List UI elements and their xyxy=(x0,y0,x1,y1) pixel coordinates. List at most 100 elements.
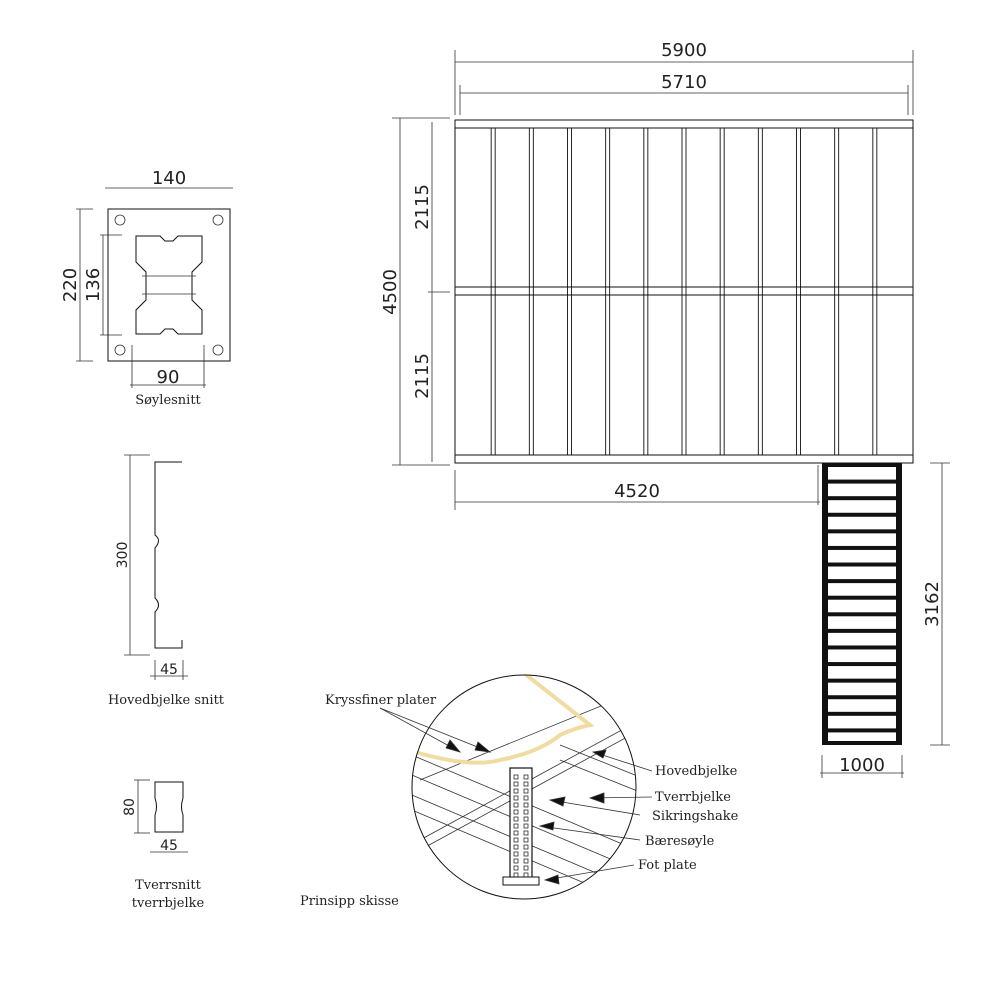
leader-lines xyxy=(379,707,653,885)
stair-step xyxy=(822,711,902,716)
perforation xyxy=(523,844,529,850)
dim-140: 140 xyxy=(152,168,186,189)
perforation xyxy=(523,781,529,787)
dim-4500: 4500 xyxy=(380,269,401,315)
dim-2115-bottom: 2115 xyxy=(412,353,433,399)
perforation xyxy=(523,774,529,780)
stair-step xyxy=(822,595,902,600)
perforation xyxy=(523,809,529,815)
dimension-total-width: 5900 xyxy=(454,40,914,115)
stair-step xyxy=(822,545,902,550)
cross-beam xyxy=(681,127,687,456)
perforation xyxy=(513,851,519,857)
stair-step xyxy=(822,645,902,650)
dim-136: 136 xyxy=(83,268,104,302)
column-section: 140 220 136 90 Søylesnitt xyxy=(60,168,233,408)
perforation xyxy=(523,788,529,794)
cross-beam xyxy=(605,127,611,456)
perforation xyxy=(523,865,529,871)
stair-step xyxy=(822,562,902,567)
column-section-caption: Søylesnitt xyxy=(135,393,201,408)
perforation xyxy=(523,802,529,808)
dim-220: 220 xyxy=(60,268,81,302)
detail-circle xyxy=(411,674,637,900)
perforation xyxy=(513,844,519,850)
dimension-inner-width: 5710 xyxy=(459,72,909,115)
bolt-holes xyxy=(114,214,224,356)
dim-5710: 5710 xyxy=(661,72,707,93)
label-main-beam: Hovedbjelke xyxy=(655,764,738,779)
stair-step xyxy=(822,529,902,534)
cross-beam xyxy=(834,127,840,456)
cross-beam xyxy=(796,127,801,456)
dimension-total-depth: 4500 xyxy=(380,117,450,466)
cross-beam xyxy=(719,127,725,456)
sketch-caption: Prinsipp skisse xyxy=(300,894,399,909)
main-beam-bottom xyxy=(454,454,914,464)
cross-beam xyxy=(567,127,572,456)
stairs xyxy=(822,463,902,745)
perforation xyxy=(513,781,519,787)
foot-plate xyxy=(502,876,540,886)
dim-45-cross: 45 xyxy=(160,838,178,854)
main-beam-caption: Hovedbjelke snitt xyxy=(108,693,225,708)
main-beam-top xyxy=(454,119,914,129)
perforation xyxy=(513,774,519,780)
cross-beam xyxy=(643,127,649,456)
dimension-stair-length: 3162 xyxy=(922,462,950,746)
dimension-stair-width: 1000 xyxy=(820,755,904,778)
deck-outline xyxy=(454,119,914,464)
stair-step xyxy=(822,479,902,484)
perforation xyxy=(513,809,519,815)
dim-1000: 1000 xyxy=(839,755,885,776)
label-column: Bæresøyle xyxy=(645,834,715,849)
perforation xyxy=(523,823,529,829)
perforation xyxy=(513,865,519,871)
label-foot-plate: Fot plate xyxy=(638,858,697,873)
label-safety-hook: Sikringshake xyxy=(652,809,739,824)
stair-step xyxy=(822,579,902,584)
column-post xyxy=(509,767,533,884)
perforation xyxy=(513,816,519,822)
cross-beam xyxy=(872,127,878,456)
perforation xyxy=(513,858,519,864)
perforation xyxy=(523,851,529,857)
perforation xyxy=(513,795,519,801)
label-plywood: Kryssfiner plater xyxy=(325,693,437,708)
perforation xyxy=(523,858,529,864)
dim-5900: 5900 xyxy=(661,40,707,61)
stair-step xyxy=(822,512,902,517)
dim-80: 80 xyxy=(122,798,138,816)
stair-step xyxy=(822,628,902,633)
dim-90: 90 xyxy=(157,367,180,388)
perforation xyxy=(523,816,529,822)
cross-beam-caption-line1: Tverrsnitt xyxy=(135,878,202,893)
deck-plan: 5900 5710 4500 2115 2115 xyxy=(380,40,950,778)
dim-3162: 3162 xyxy=(922,581,943,627)
main-beam-section: 300 45 Hovedbjelke snitt xyxy=(108,454,225,708)
perforation xyxy=(513,830,519,836)
stair-step xyxy=(822,741,902,745)
cross-beam-section: 80 45 Tverrsnitt tverrbjelke xyxy=(122,779,205,911)
perforation xyxy=(523,795,529,801)
stair-step xyxy=(822,695,902,700)
perforation xyxy=(513,788,519,794)
dim-45-main: 45 xyxy=(160,662,178,678)
principle-sketch: Kryssfiner plater Hovedbjelke Tverrbjelk… xyxy=(300,674,739,909)
perforation xyxy=(523,837,529,843)
cross-beam xyxy=(490,127,496,456)
perforation xyxy=(513,837,519,843)
cross-beam xyxy=(757,127,763,456)
stair-step xyxy=(822,496,902,501)
stair-step xyxy=(822,463,902,467)
cross-beam xyxy=(528,127,534,456)
cross-beams xyxy=(490,127,878,456)
cross-beam-caption-line2: tverrbjelke xyxy=(132,896,205,911)
perforation xyxy=(513,823,519,829)
dimension-stair-offset: 4520 xyxy=(454,465,820,510)
stair-step xyxy=(822,612,902,617)
perforation xyxy=(513,802,519,808)
plywood-sheet-edge xyxy=(414,675,595,765)
dimension-half-depth: 2115 2115 xyxy=(412,122,450,462)
